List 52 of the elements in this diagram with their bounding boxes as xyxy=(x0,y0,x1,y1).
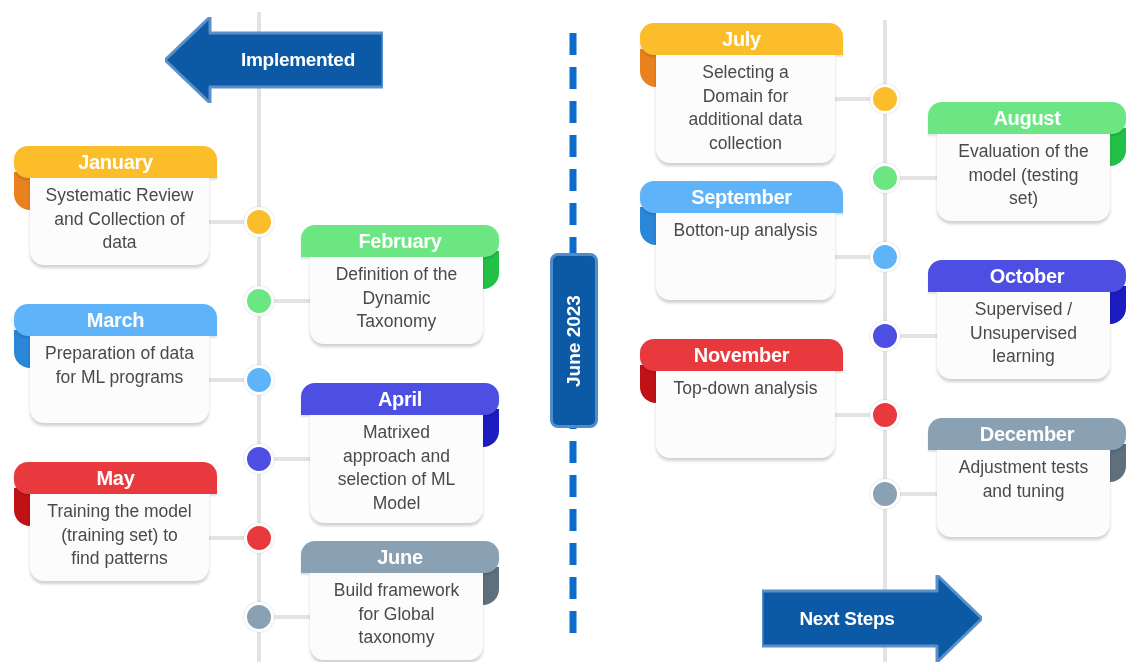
description-text: Botton-up analysis xyxy=(656,213,835,300)
description-text: Build framework for Global taxonomy xyxy=(310,573,483,660)
timeline-card xyxy=(640,23,843,163)
arrow-label: Next Steps xyxy=(798,607,896,630)
timeline-dot xyxy=(244,523,274,553)
month-header: March xyxy=(14,304,217,336)
description-text: Training the model (training set) to find patterns xyxy=(30,494,209,581)
timeline-card xyxy=(928,102,1126,221)
description-text: Matrixed approach and selection of ML Model xyxy=(310,415,483,523)
timeline-dot xyxy=(244,207,274,237)
arrow-label: Implemented xyxy=(240,49,356,71)
timeline-dot xyxy=(870,242,900,272)
description-text: Supervised / Unsupervised learning xyxy=(937,292,1110,379)
timeline-dot xyxy=(244,444,274,474)
timeline-card xyxy=(301,225,499,344)
month-header: October xyxy=(928,260,1126,292)
timeline-card xyxy=(301,383,499,523)
month-header: December xyxy=(928,418,1126,450)
timeline-card xyxy=(640,339,843,458)
month-header: January xyxy=(14,146,217,178)
timeline-card xyxy=(928,260,1126,379)
timeline-card xyxy=(640,181,843,300)
description-text: Definition of the Dynamic Taxonomy xyxy=(310,257,483,344)
month-header: November xyxy=(640,339,843,371)
month-header: September xyxy=(640,181,843,213)
timeline-dot xyxy=(244,286,274,316)
date-text: June 2023 xyxy=(563,294,585,387)
month-header: May xyxy=(14,462,217,494)
timeline-dot xyxy=(870,400,900,430)
timeline-card xyxy=(14,462,217,581)
description-text: Top-down analysis xyxy=(656,371,835,458)
month-header: August xyxy=(928,102,1126,134)
month-header: February xyxy=(301,225,499,257)
timeline-dot xyxy=(870,479,900,509)
timeline-dot xyxy=(244,365,274,395)
timeline-dot xyxy=(870,163,900,193)
timeline-card xyxy=(14,146,217,265)
month-header: April xyxy=(301,383,499,415)
timeline-dot xyxy=(244,602,274,632)
description-text: Selecting a Domain for additional data collection xyxy=(656,55,835,163)
description-text: Preparation of data for ML programs xyxy=(30,336,209,423)
timeline-card xyxy=(928,418,1126,537)
date-tag xyxy=(550,253,598,428)
timeline-dot xyxy=(870,321,900,351)
timeline-card xyxy=(301,541,499,660)
timeline-card xyxy=(14,304,217,423)
description-text: Evaluation of the model (testing set) xyxy=(937,134,1110,221)
timeline-dot xyxy=(870,84,900,114)
description-text: Adjustment tests and tuning xyxy=(937,450,1110,537)
month-header: July xyxy=(640,23,843,55)
description-text: Systematic Review and Collection of data xyxy=(30,178,209,265)
month-header: June xyxy=(301,541,499,573)
